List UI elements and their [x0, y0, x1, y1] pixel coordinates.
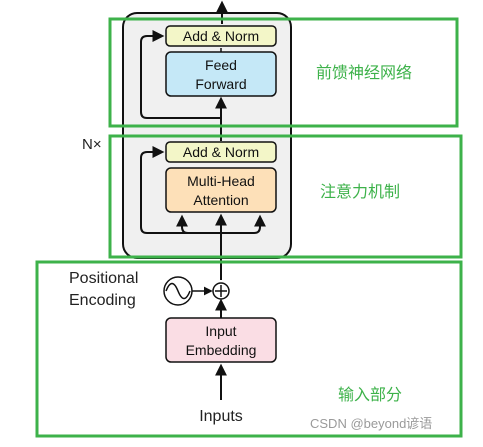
- attn-add-norm-label: Add & Norm: [183, 144, 259, 160]
- ffn-annotation-label: 前馈神经网络: [316, 63, 412, 82]
- ffn-add-norm-box: [165, 25, 277, 47]
- embedding-line2: Embedding: [186, 342, 257, 358]
- input-annotation-frame: [35, 260, 463, 438]
- attention-line1: Multi-Head: [187, 173, 255, 189]
- repeat-label: N×: [82, 136, 102, 153]
- attention-annotation-frame: [108, 134, 463, 259]
- attn-input-right-arrow: [221, 214, 266, 234]
- multi-head-attention-box: [165, 167, 277, 213]
- attn-input-left-arrow: [176, 214, 221, 234]
- positional-label-line1: Positional: [69, 270, 138, 287]
- attn-add-norm-box: [165, 141, 277, 163]
- attention-annotation-label: 注意力机制: [320, 182, 400, 201]
- feed-forward-line1: Feed: [205, 57, 237, 73]
- ffn-annotation-frame: [108, 17, 459, 128]
- feed-forward-line2: Forward: [195, 76, 246, 92]
- sine-wave-icon: [165, 282, 191, 300]
- positional-label-line2: Encoding: [69, 292, 136, 309]
- embedding-line1: Input: [205, 323, 236, 339]
- attn-residual-arrow: [140, 146, 221, 234]
- watermark: CSDN @beyond谚语: [310, 416, 432, 431]
- attention-line2: Attention: [193, 192, 248, 208]
- input-annotation-label: 输入部分: [338, 385, 402, 404]
- ffn-residual-arrow: [140, 30, 221, 119]
- inputs-label: Inputs: [199, 408, 243, 425]
- ffn-add-norm-label: Add & Norm: [183, 28, 259, 44]
